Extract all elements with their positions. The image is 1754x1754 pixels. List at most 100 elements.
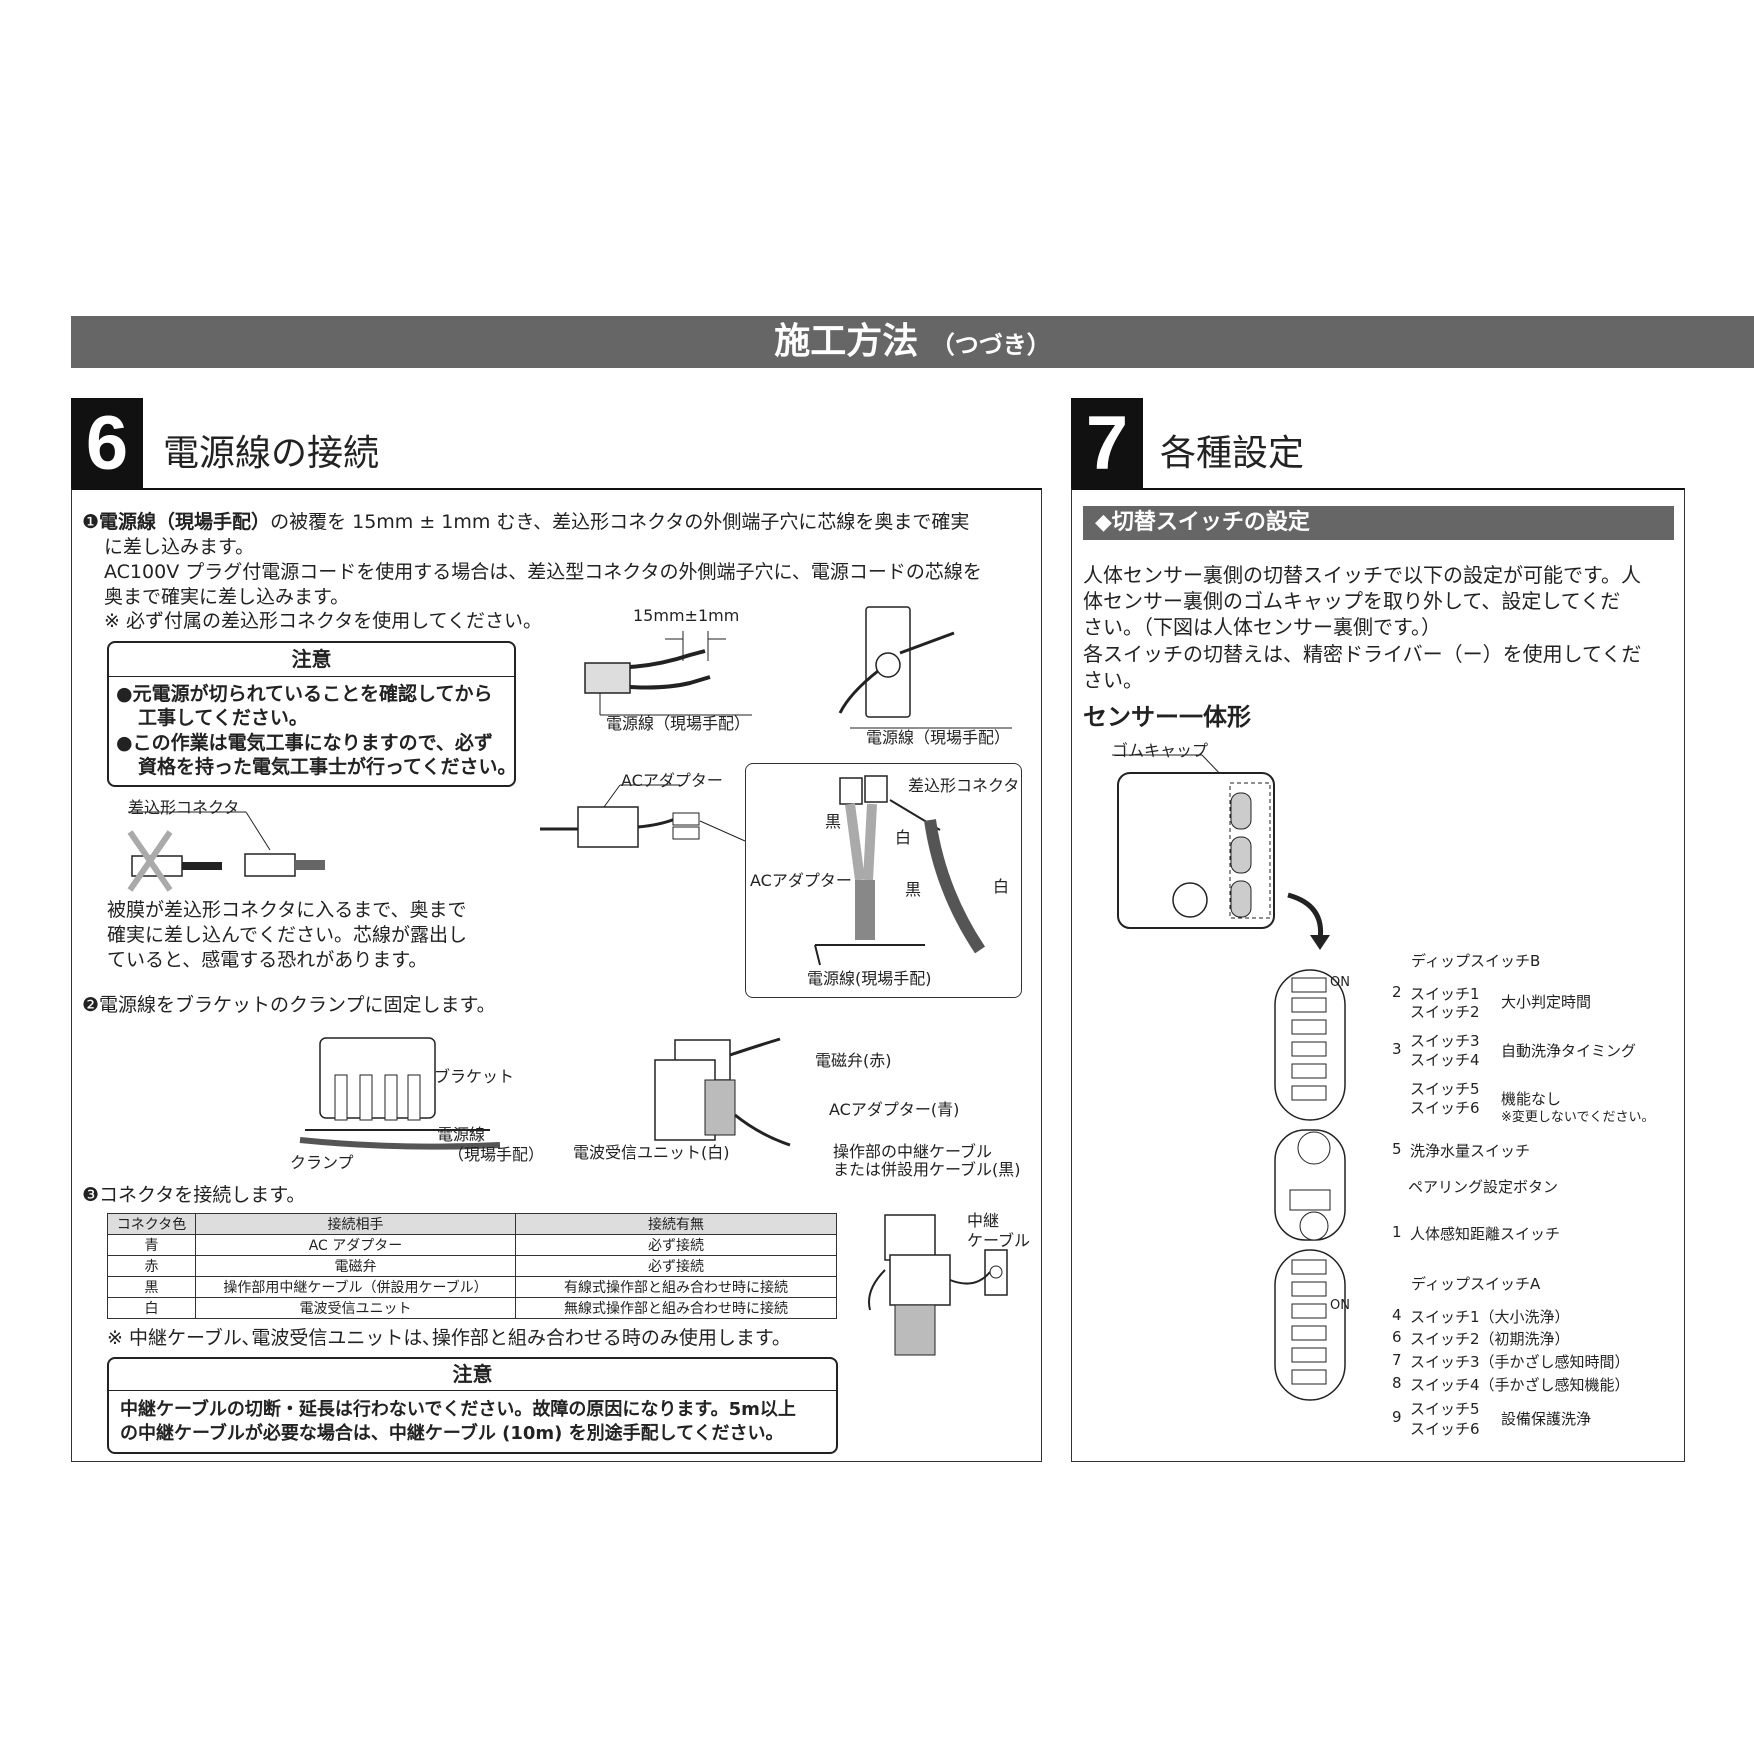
switch-panel-illustration — [1274, 969, 1346, 1401]
a-switch4: スイッチ4（手かざし感知機能） — [1410, 1376, 1630, 1394]
b-func-2: 大小判定時間 — [1501, 993, 1592, 1011]
unit-illustration — [654, 1037, 791, 1147]
bracket-wire-label2: （現場手配） — [448, 1145, 545, 1164]
wire-strip-illustration — [584, 631, 752, 716]
dip-switch-a-label: ディップスイッチA — [1411, 1275, 1541, 1293]
table-cell: 白 — [107, 1297, 196, 1319]
radio-unit-label: 電波受信ユニット(白) — [573, 1143, 730, 1162]
sensor-back-illustration — [1112, 754, 1330, 950]
insert-note-3: ていると、感電する恐れがあります。 — [107, 949, 428, 971]
detail-ac-label: ACアダプター — [750, 871, 852, 890]
wire-label: 電源線（現場手配） — [606, 714, 751, 733]
step3: ❸コネクタを接続します。 — [82, 1184, 306, 1206]
step1-line4: 奥まで確実に差し込みます。 — [104, 586, 350, 608]
a-number-8: 8 — [1392, 1374, 1402, 1392]
s7-para2: 体センサー裏側のゴムキャップを取り外して、設定してくだ — [1083, 589, 1621, 613]
caution1-item2b: 資格を持った電気工事士が行ってください。 — [138, 756, 517, 778]
caution1-item1b: 工事してください。 — [138, 707, 308, 729]
b-switch3: スイッチ3 — [1410, 1032, 1480, 1050]
step1-line2: に差し込みます。 — [104, 536, 255, 558]
caution1-item1a: ●元電源が切られていることを確認してから — [116, 683, 493, 705]
table-cell: 黒 — [107, 1276, 196, 1298]
section-7-title: 各種設定 — [1160, 432, 1305, 473]
table-row: 赤電磁弁必ず接続 — [107, 1255, 837, 1277]
b-func-none-note: ※変更しないでください。 — [1501, 1110, 1655, 1125]
table-row: 白電波受信ユニット無線式操作部と組み合わせ時に接続 — [107, 1297, 837, 1319]
page-subtitle: （つづき） — [930, 331, 1051, 359]
connector-illustration — [127, 811, 325, 892]
b-func-none: 機能なし — [1501, 1090, 1562, 1108]
connector-detail-box — [745, 763, 1022, 998]
b-switch5: スイッチ5 — [1410, 1080, 1480, 1098]
table-cell: 電磁弁 — [195, 1255, 516, 1277]
wall-wire-label: 電源線（現場手配） — [866, 728, 1011, 747]
step1-line1: ❶電源線（現場手配）の被覆を 15mm ± 1mm むき、差込形コネクタの外側端… — [82, 511, 970, 533]
unit-ac-label: ACアダプター(青) — [829, 1100, 960, 1119]
valve-label: 電磁弁(赤) — [815, 1051, 892, 1070]
table-cell: 青 — [107, 1234, 196, 1256]
valve-assembly-illustration — [868, 1214, 1008, 1356]
a-number-7: 7 — [1392, 1351, 1402, 1369]
ac-adapter-illustration — [540, 784, 746, 848]
caution2-title: 注意 — [109, 1359, 836, 1391]
strip-length-label: 15mm±1mm — [633, 606, 740, 625]
switch-setting-bar: ◆切替スイッチの設定 — [1083, 506, 1674, 540]
water-volume-switch-label: 洗浄水量スイッチ — [1410, 1142, 1531, 1160]
dip-switch-b-label: ディップスイッチB — [1411, 952, 1541, 970]
relay-label-1: 操作部の中継ケーブル — [833, 1142, 993, 1161]
section-6-panel — [71, 488, 1042, 1462]
caution-box-2: 注意 — [107, 1357, 838, 1454]
step2: ❷電源線をブラケットのクランプに固定します。 — [82, 994, 496, 1016]
b-number-3: 3 — [1392, 1040, 1402, 1058]
step1-line3: AC100V プラグ付電源コードを使用する場合は、差込型コネクタの外側端子穴に、… — [104, 561, 982, 583]
s7-para1: 人体センサー裏側の切替スイッチで以下の設定が可能です。人 — [1083, 563, 1641, 587]
table-header: 接続有無 — [515, 1213, 837, 1235]
detail-white2-label: 白 — [993, 877, 1010, 896]
s7-para5: さい。 — [1083, 668, 1143, 692]
number-5: 5 — [1392, 1140, 1402, 1158]
relay-note: ※ 中継ケーブル､電波受信ユニットは､操作部と組み合わせる時のみ使用します。 — [107, 1327, 791, 1349]
b-switch4: スイッチ4 — [1410, 1051, 1480, 1069]
b-switch1: スイッチ1 — [1410, 985, 1480, 1003]
detail-black1-label: 黒 — [825, 812, 842, 831]
table-cell: 無線式操作部と組み合わせ時に接続 — [515, 1297, 837, 1319]
a-switch5: スイッチ5 — [1410, 1400, 1480, 1418]
detail-white1-label: 白 — [895, 828, 912, 847]
table-header: コネクタ色 — [107, 1213, 196, 1235]
caution2-line1: 中継ケーブルの切断・延長は行わないでください。故障の原因になります。5m以上 — [120, 1399, 796, 1420]
caution-title: 注意 — [109, 643, 514, 677]
table-cell: 操作部用中継ケーブル（併設用ケーブル） — [195, 1276, 516, 1298]
caution2-line2: の中継ケーブルが必要な場合は、中継ケーブル (10m) を別途手配してください。 — [120, 1423, 784, 1444]
page-title: 施工方法 — [774, 321, 919, 362]
table-cell: AC アダプター — [195, 1234, 516, 1256]
a-switch6: スイッチ6 — [1410, 1420, 1480, 1438]
a-func-9: 設備保護洗浄 — [1501, 1410, 1592, 1428]
table-cell: 必ず接続 — [515, 1234, 837, 1256]
table-cell: 有線式操作部と組み合わせ時に接続 — [515, 1276, 837, 1298]
on-label-b: ON — [1330, 975, 1350, 990]
relay-label-2: または併設用ケーブル(黒) — [833, 1160, 1021, 1179]
detail-black2-label: 黒 — [905, 880, 922, 899]
section-6-title: 電源線の接続 — [163, 432, 380, 473]
section-6-number: 6 — [71, 398, 143, 490]
relay-cable-label-2: ケーブル — [967, 1231, 1031, 1250]
a-switch1: スイッチ1（大小洗浄） — [1410, 1308, 1570, 1326]
b-switch6: スイッチ6 — [1410, 1099, 1480, 1117]
bracket-wire-label: 電源線 — [437, 1125, 486, 1144]
insert-note-2: 確実に差し込んでください。芯線が露出し — [107, 924, 468, 946]
insert-note-1: 被膜が差込形コネクタに入るまで、奥まで — [107, 899, 467, 921]
table-row: 黒操作部用中継ケーブル（併設用ケーブル）有線式操作部と組み合わせ時に接続 — [107, 1276, 837, 1298]
a-switch3: スイッチ3（手かざし感知時間） — [1410, 1353, 1630, 1371]
a-number-4: 4 — [1392, 1306, 1402, 1324]
sensor-subtitle: センサー一体形 — [1083, 703, 1251, 731]
detail-power-label: 電源線(現場手配) — [807, 969, 932, 988]
section-7-panel — [1071, 488, 1685, 1462]
distance-switch-label: 人体感知距離スイッチ — [1410, 1225, 1561, 1243]
page-header: 施工方法 （つづき） — [71, 316, 1754, 368]
s7-para4: 各スイッチの切替えは、精密ドライバー（ー）を使用してくだ — [1083, 642, 1642, 666]
clamp-label: クランプ — [290, 1153, 354, 1172]
connector-detail-illustration — [814, 775, 985, 966]
s7-para3: さい。（下図は人体センサー裏側です。） — [1083, 615, 1441, 639]
bracket-illustration — [299, 1037, 501, 1150]
a-switch2: スイッチ2（初期洗浄） — [1410, 1330, 1570, 1348]
